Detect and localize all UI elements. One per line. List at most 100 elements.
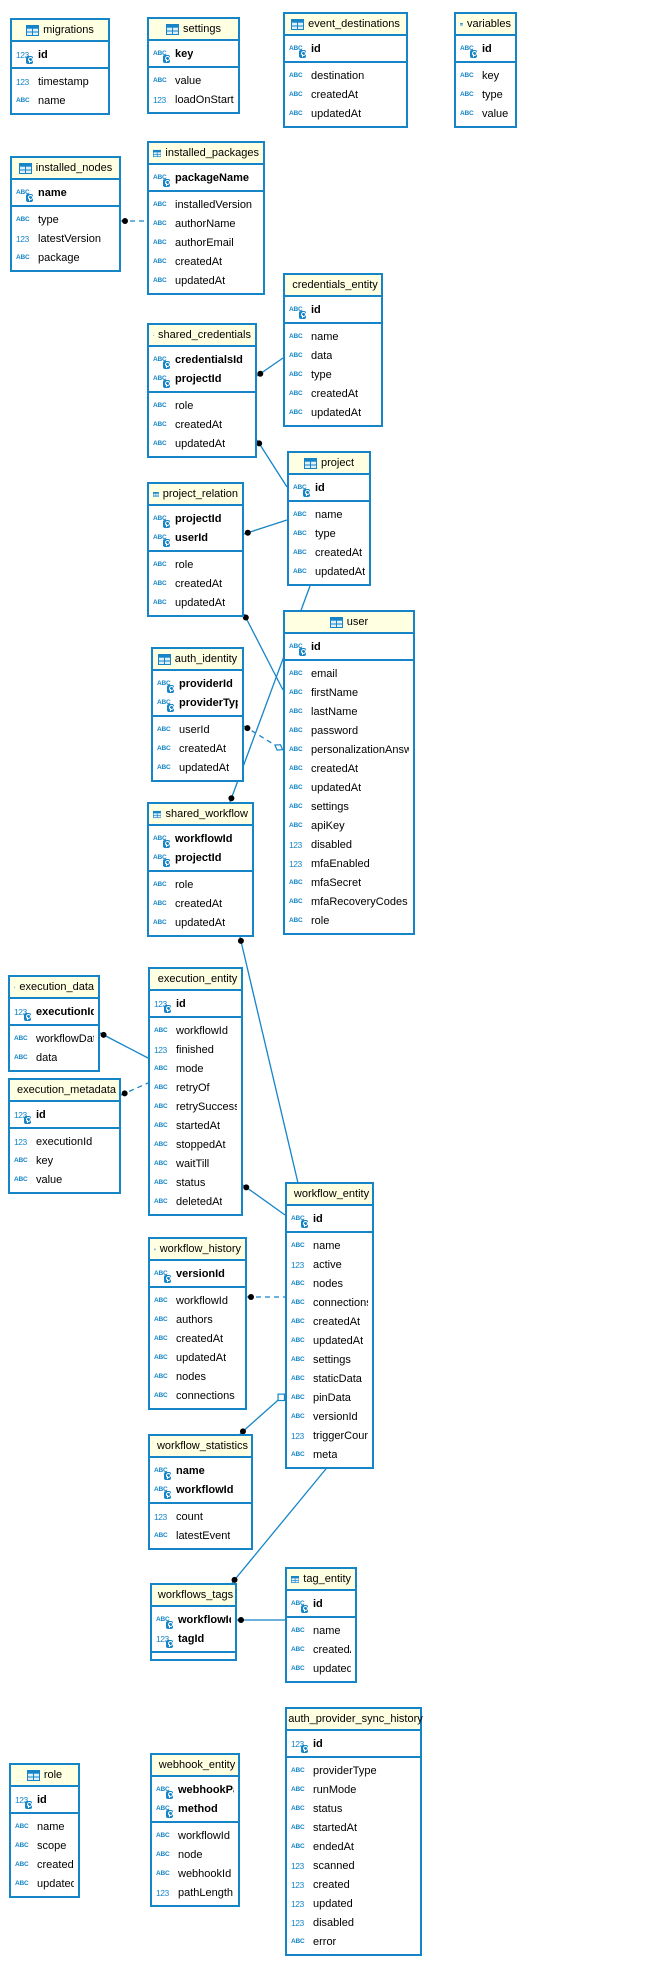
relation-project_relation-user[interactable] <box>242 613 284 691</box>
table-header[interactable]: project <box>289 453 369 475</box>
relation-project_relation-project[interactable] <box>243 519 288 536</box>
table-header[interactable]: user <box>285 612 413 634</box>
table-header[interactable]: credentials_entity <box>285 275 381 297</box>
table-header[interactable]: workflows_tags <box>152 1585 235 1607</box>
table-header[interactable]: workflow_history <box>150 1239 245 1261</box>
table-settings[interactable]: settingsABCkeyABCvalue123loadOnStartup <box>147 17 240 114</box>
relation-execution_entity-workflow_entity[interactable] <box>242 1184 286 1216</box>
relation-execution_metadata-execution_entity[interactable] <box>120 1082 149 1097</box>
table-header[interactable]: webhook_entity <box>152 1755 238 1777</box>
relation-execution_data-execution_entity[interactable] <box>99 1031 149 1059</box>
table-header[interactable]: execution_entity <box>150 969 241 991</box>
table-header[interactable]: installed_packages <box>149 143 263 165</box>
table-header[interactable]: workflow_statistics <box>150 1436 251 1458</box>
table-header[interactable]: settings <box>149 19 238 41</box>
relation-auth_identity-user[interactable] <box>243 725 284 751</box>
column-execution_data-workflowData[interactable]: ABCworkflowData <box>10 1029 98 1048</box>
table-tag_entity[interactable]: tag_entityABCidABCnameABCcreatedAtABCupd… <box>285 1567 357 1683</box>
table-header[interactable]: installed_nodes <box>12 158 119 180</box>
relation-workflows_tags-tag_entity[interactable] <box>237 1617 285 1623</box>
table-header[interactable]: variables <box>456 14 515 36</box>
table-header[interactable]: tag_entity <box>287 1569 355 1591</box>
relation-shared_credentials-credentials_entity[interactable] <box>256 357 284 377</box>
table-header[interactable]: execution_data <box>10 977 98 999</box>
table-header[interactable]: shared_credentials <box>149 325 255 347</box>
